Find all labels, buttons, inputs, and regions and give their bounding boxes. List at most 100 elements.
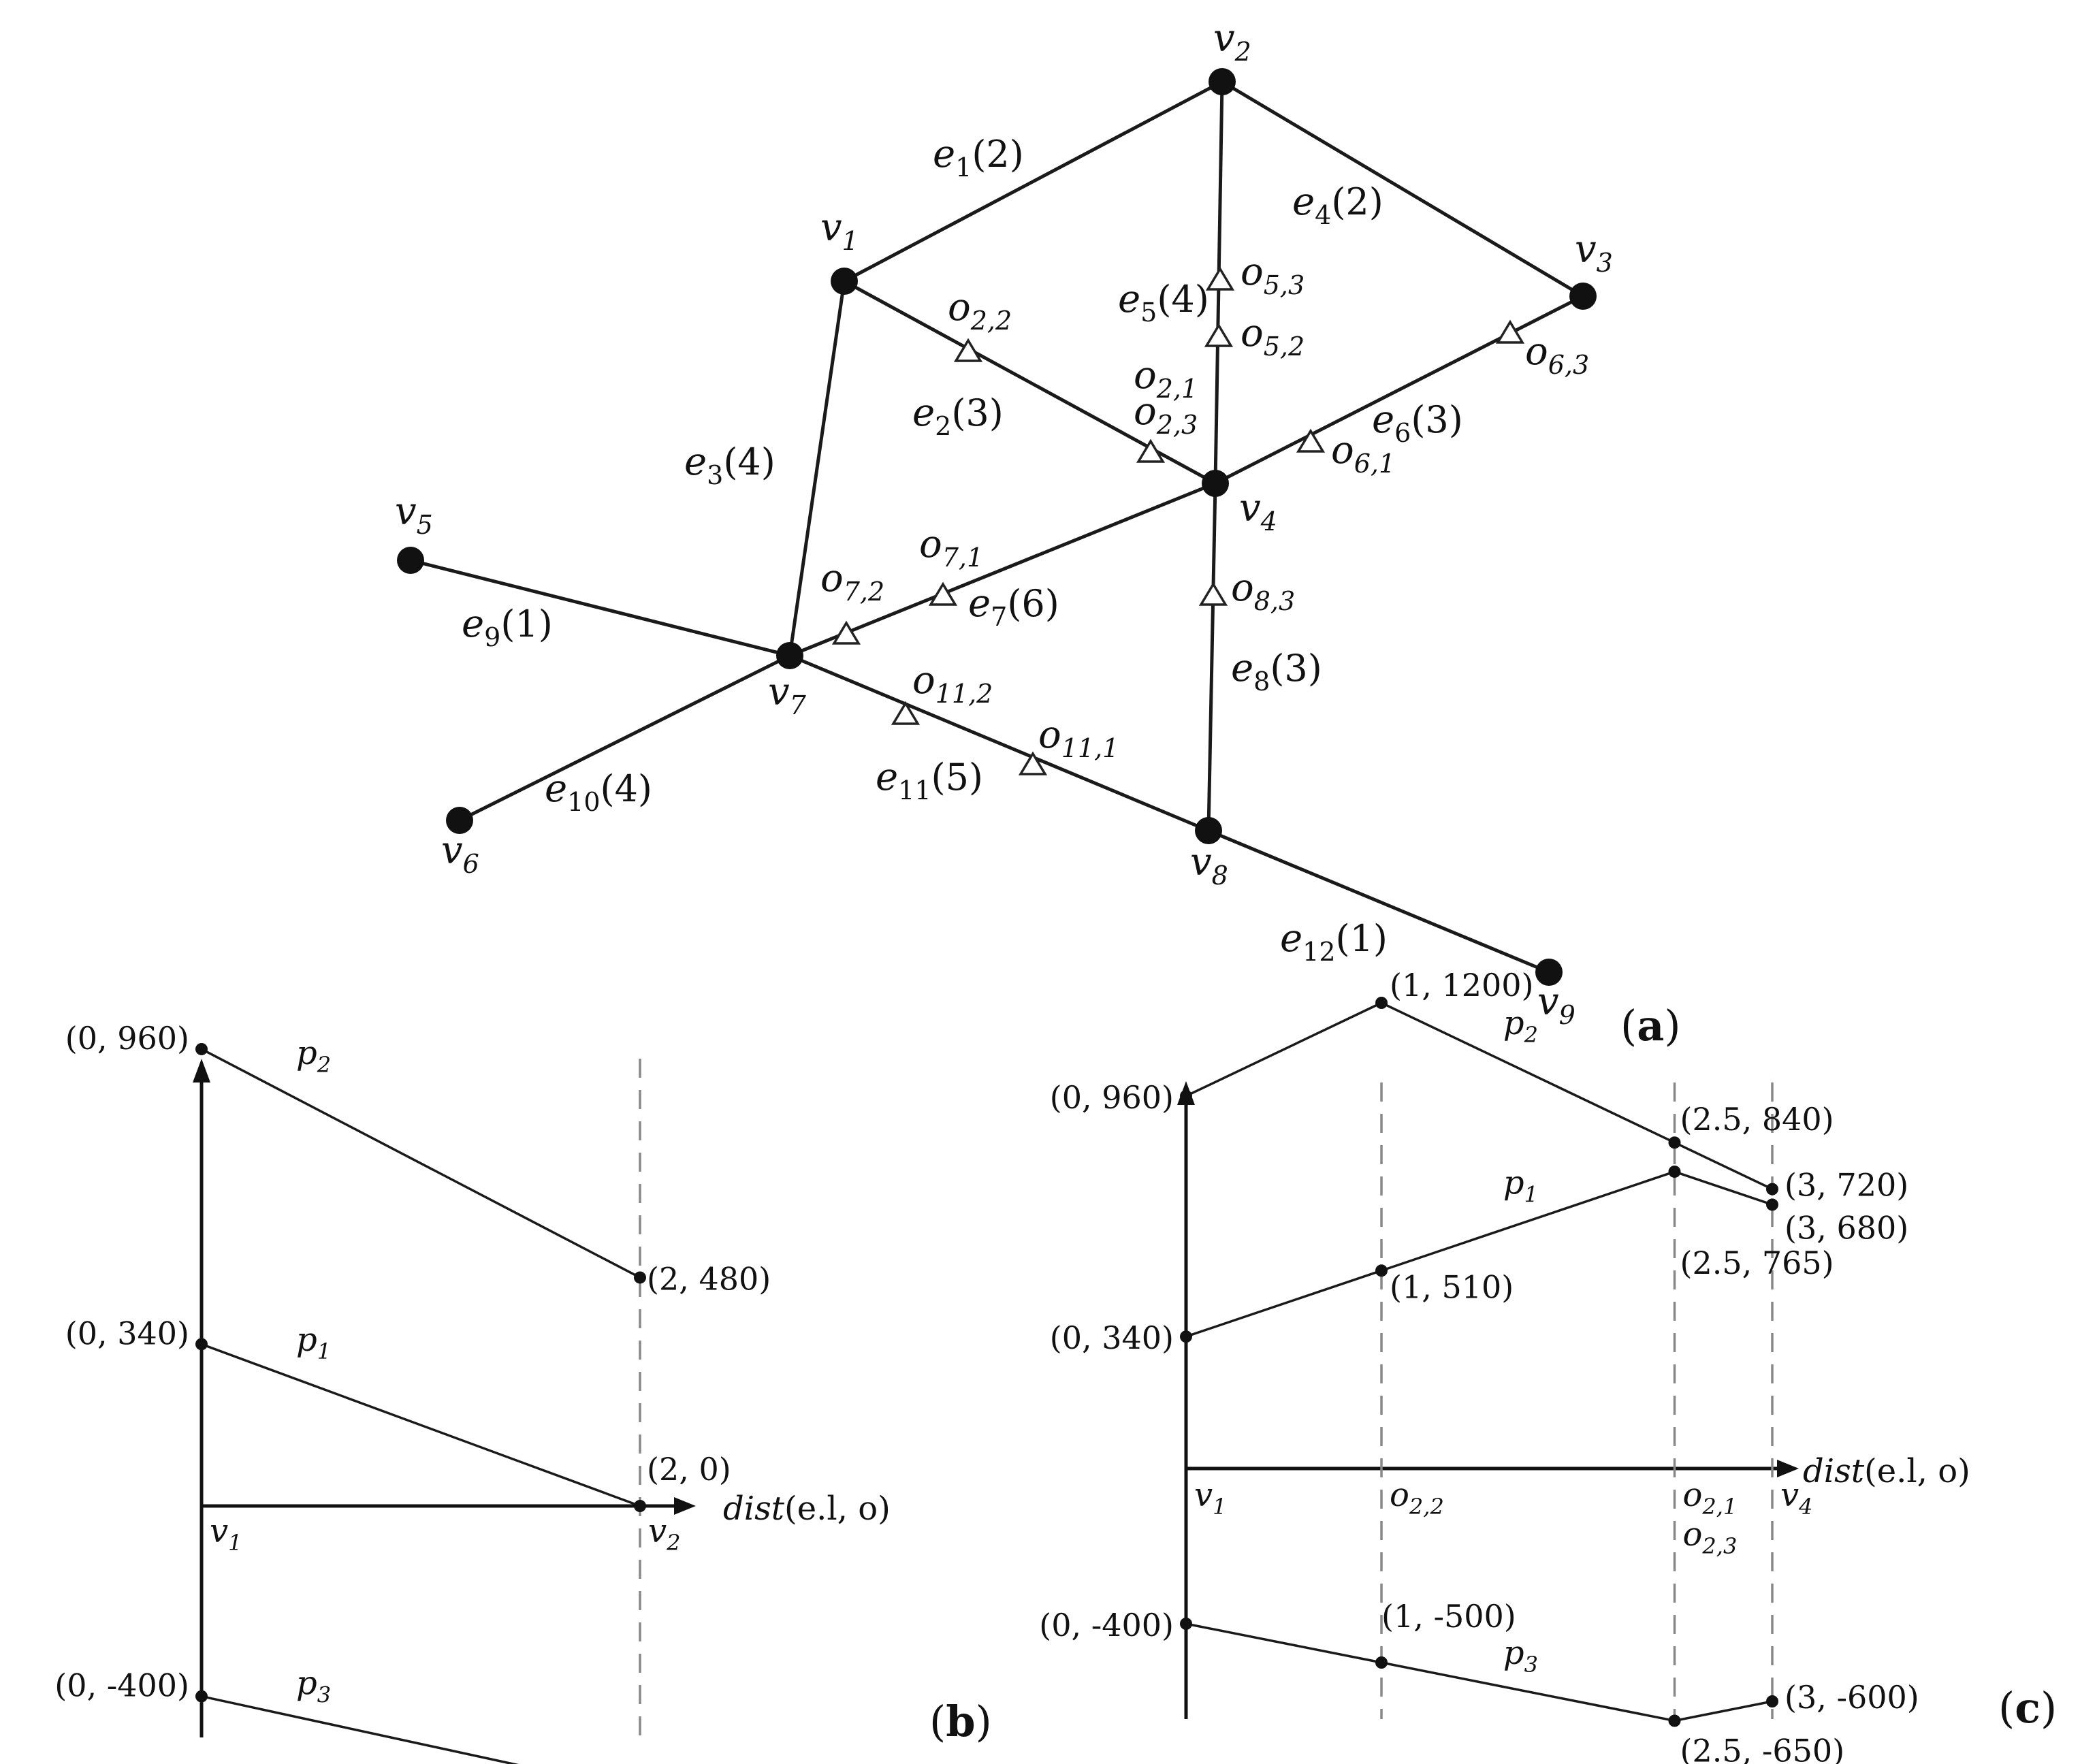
vertex-label-v2: v2	[1213, 16, 1251, 67]
object-label-o6-3: o6,3	[1525, 330, 1589, 380]
chart-c-point-p3-1	[1375, 1656, 1388, 1669]
chart-b-x-marker-0: v1	[210, 1512, 242, 1556]
chart-b-point-label-p2-1: (2, 480)	[647, 1260, 771, 1297]
object-o11-1-marker	[1018, 751, 1048, 775]
vertex-label-v4: v4	[1239, 486, 1277, 536]
vertex-v7	[776, 642, 803, 669]
chart-c-point-p1-3	[1766, 1198, 1778, 1211]
vertex-v9	[1535, 959, 1563, 986]
chart-c-point-label-p1-1: (1, 510)	[1390, 1268, 1514, 1305]
chart-b-point-p1-1	[634, 1500, 646, 1512]
chart-b-point-label-p2-0: (0, 960)	[65, 1020, 189, 1057]
chart-b-series-name-p3: p3	[296, 1665, 331, 1708]
chart-b-series-name-p2: p2	[296, 1034, 331, 1078]
chart-b-y-axis-arrow	[193, 1059, 210, 1083]
chart-b-series-p2-line	[201, 1048, 641, 1279]
chart-c-point-p1-0	[1180, 1330, 1192, 1343]
edge-e4	[1221, 80, 1584, 298]
chart-c-point-p2-3	[1766, 1183, 1778, 1196]
vertex-v8	[1195, 817, 1222, 844]
object-label-o11-2: o11,2	[912, 658, 993, 709]
chart-b-point-p2-1	[634, 1271, 646, 1284]
edge-e10	[458, 654, 791, 822]
chart-c-point-p2-1	[1375, 997, 1388, 1009]
chart-c-series-name-p2: p2	[1503, 1004, 1538, 1048]
chart-b-series-p1-line	[201, 1343, 641, 1507]
panel-label-c: (c)	[1998, 1683, 2057, 1733]
edge-label-e7: e7(6)	[968, 581, 1059, 632]
object-label-o2-3: o2,3	[1134, 389, 1198, 440]
chart-c-x-marker-1: o2,2	[1390, 1476, 1444, 1520]
chart-c-point-label-p1-2: (2.5, 765)	[1680, 1245, 1834, 1281]
vertex-v6	[446, 807, 473, 834]
edge-e8	[1206, 483, 1217, 831]
vertex-label-v3: v3	[1575, 227, 1613, 278]
vertex-label-v8: v8	[1190, 840, 1228, 891]
chart-b-point-p2-0	[195, 1042, 208, 1055]
object-o11-2-marker	[891, 701, 921, 725]
chart-b-series-name-p1: p1	[296, 1321, 331, 1364]
edge-e6	[1214, 294, 1584, 485]
chart-c-point-p3-3	[1766, 1695, 1778, 1707]
edge-label-e11: e11(5)	[876, 755, 983, 805]
object-o2-1-marker	[1136, 438, 1166, 463]
edge-label-e2: e2(3)	[912, 391, 1004, 441]
object-label-o5-3: o5,3	[1241, 250, 1305, 300]
edge-e1	[843, 80, 1223, 283]
chart-c-point-label-p3-3: (3, -600)	[1785, 1679, 1919, 1716]
chart-b-point-label-p1-0: (0, 340)	[65, 1315, 189, 1351]
vertex-v3	[1569, 283, 1597, 310]
object-label-o7-2: o7,2	[820, 556, 884, 607]
chart-b-point-label-p3-0: (0, -400)	[54, 1667, 189, 1704]
chart-c-point-label-p2-0: (0, 960)	[1050, 1079, 1174, 1116]
network-graph: v1 v2 v3 v4 v5 v6 v7 v8 v9 e1(2) e2(3) e…	[395, 16, 1681, 1051]
vertex-label-v5: v5	[395, 490, 433, 540]
chart-c-point-label-p3-0: (0, -400)	[1039, 1607, 1174, 1643]
object-label-o5-2: o5,2	[1241, 311, 1305, 362]
chart-c-point-label-p1-3: (3, 680)	[1785, 1209, 1908, 1246]
chart-c-point-label-p2-2: (2.5, 840)	[1680, 1101, 1834, 1138]
object-o5-2-marker	[1204, 323, 1234, 347]
chart-c-point-p3-2	[1668, 1714, 1681, 1727]
object-o8-3-marker	[1198, 581, 1228, 606]
chart-b-x-axis-arrow	[674, 1497, 696, 1515]
chart-c-x-axis-arrow	[1777, 1460, 1799, 1477]
vertex-label-v1: v1	[820, 206, 859, 256]
chart-c-point-label-p2-1: (1, 1200)	[1390, 967, 1533, 1004]
chart-b-point-p3-0	[195, 1690, 208, 1703]
vertex-v1	[831, 268, 858, 295]
object-label-o11-1: o11,1	[1038, 713, 1119, 763]
chart-b-x-marker-1: v2	[648, 1512, 680, 1556]
edge-e12	[1208, 829, 1550, 974]
chart-c-point-label-p3-2: (2.5, -650)	[1680, 1733, 1845, 1764]
chart-b-x-label: dist(e.l, o)	[723, 1490, 891, 1528]
vertex-label-v6: v6	[441, 829, 479, 879]
chart-c-point-p2-0	[1180, 1089, 1192, 1102]
edge-label-e6: e6(3)	[1372, 398, 1463, 448]
vertex-label-v7: v7	[768, 670, 807, 720]
object-label-o2-2: o2,2	[948, 285, 1012, 336]
chart-b-point-label-p1-1: (2, 0)	[647, 1451, 731, 1488]
chart-c-point-p3-0	[1180, 1618, 1192, 1630]
chart-b-point-p1-0	[195, 1338, 208, 1351]
object-o6-1-marker	[1296, 428, 1326, 453]
object-label-o2-1: o2,1	[1134, 353, 1198, 404]
panel-label-a: (a)	[1620, 1001, 1681, 1051]
chart-c-x-marker-2: o2,1	[1683, 1476, 1738, 1520]
chart-c-x-marker-0: v1	[1194, 1476, 1226, 1520]
vertex-v4	[1202, 470, 1229, 497]
object-o5-3-marker	[1205, 266, 1235, 291]
edge-label-e12: e12(1)	[1280, 916, 1388, 967]
chart-c-point-p2-2	[1668, 1136, 1681, 1149]
edge-e3	[788, 280, 846, 656]
chart-c-point-label-p1-0: (0, 340)	[1050, 1319, 1174, 1356]
chart-c-x-marker-2-b: o2,3	[1683, 1516, 1738, 1559]
edge-label-e3: e3(4)	[684, 440, 775, 490]
chart-c-series-name-p1: p1	[1503, 1164, 1538, 1207]
object-label-o6-1: o6,1	[1331, 428, 1395, 479]
edge-label-e8: e8(3)	[1231, 646, 1322, 696]
chart-c-x-label: dist(e.l, o)	[1803, 1452, 1970, 1490]
edge-e11	[789, 654, 1209, 833]
